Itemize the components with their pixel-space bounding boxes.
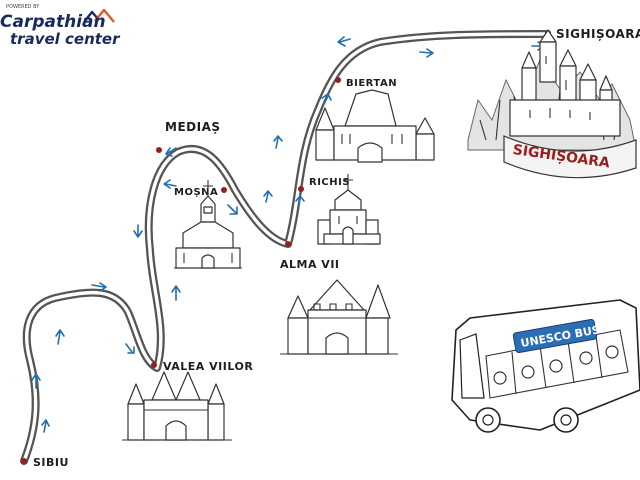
stop-label-richis: RICHIS — [309, 177, 350, 188]
arrow-icon — [165, 147, 177, 157]
arrow-icon — [419, 48, 434, 58]
stop-label-alma-vii: ALMA VII — [280, 258, 340, 271]
church-mosna-drawing — [174, 180, 242, 269]
stop-dot — [156, 147, 162, 153]
arrow-icon — [295, 195, 305, 209]
arrow-icon — [133, 224, 143, 238]
arrow-icon — [163, 179, 177, 189]
arrow-icon — [31, 373, 41, 389]
stop-dot — [298, 186, 304, 192]
arrow-icon — [321, 93, 332, 105]
stop-label-mosna: MOȘNA — [174, 187, 218, 198]
stop-label-valea-viilor: VALEA VIILOR — [163, 360, 253, 373]
stop-dot — [151, 362, 157, 368]
arrow-icon — [337, 36, 351, 47]
arrow-icon — [171, 285, 181, 301]
brand-logo: POWERED BY Carpathian travel center — [0, 4, 121, 48]
stop-label-biertan: BIERTAN — [346, 78, 397, 89]
church-biertan-drawing — [315, 89, 435, 163]
arrow-icon — [227, 204, 238, 215]
fortress-valea-viilor-drawing — [122, 371, 232, 441]
sighisoara-citadel-drawing: SIGHIȘOARA — [467, 29, 637, 179]
stop-dot — [285, 241, 291, 247]
brand-name-line2: travel center — [10, 30, 121, 48]
route-line — [20, 30, 549, 465]
stop-dot — [335, 77, 341, 83]
stop-dot — [21, 458, 27, 464]
stop-label-medias: MEDIAȘ — [165, 120, 221, 134]
arrow-icon — [273, 135, 283, 149]
arrow-icon — [41, 419, 50, 433]
stop-label-sighisoara: SIGHIȘOARA — [556, 27, 640, 41]
church-richis-drawing — [317, 174, 381, 245]
arrow-icon — [263, 190, 273, 203]
mountain-logo-icon — [83, 8, 115, 23]
arrow-icon — [55, 329, 65, 345]
arrow-icon — [125, 343, 135, 354]
fortress-alma-vii-drawing — [280, 279, 398, 355]
powered-by-text: POWERED BY — [6, 4, 40, 10]
unesco-bus-drawing: UNESCO BUS — [451, 299, 640, 433]
stop-dot — [221, 187, 227, 193]
arrow-icon — [91, 282, 107, 292]
brand-name-line1: Carpathian — [0, 12, 106, 32]
stop-label-sibiu: SIBIU — [33, 456, 69, 469]
